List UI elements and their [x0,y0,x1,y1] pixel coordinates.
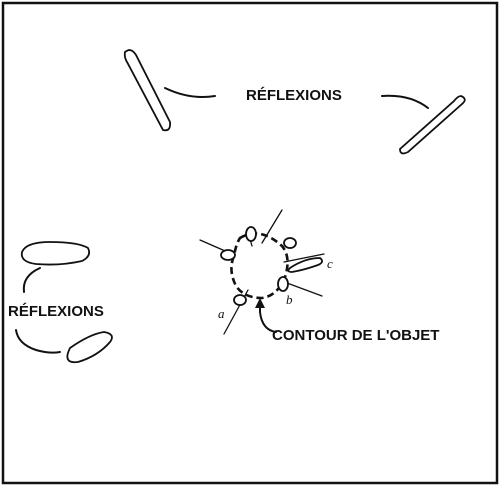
leader-line-left-lower [15,329,61,354]
leader-line-top-right [381,94,429,109]
arrow-head-contour [255,298,265,308]
reflection-blob-left-upper [20,241,91,266]
reflection-spot-left [220,249,236,261]
reflection-spot-c [287,257,323,273]
marker-b: b [286,292,293,307]
reflection-streak-top-right [399,95,466,155]
ray-right [283,253,325,263]
leader-line-top-left [164,87,216,98]
reflection-spot-b [277,276,289,292]
reflection-spot-a [233,294,247,306]
leader-line-left-upper [22,267,41,293]
label-reflexions-top: RÉFLEXIONS [246,87,342,104]
reflection-spot-top-left [245,226,257,242]
object-reflections [199,209,325,335]
reflection-blob-left-lower [66,331,113,364]
reflection-spot-top-right [283,237,297,249]
object-contour [230,232,289,300]
marker-a: a [218,306,225,321]
reflection-streak-top-left [123,49,172,132]
label-contour: CONTOUR DE L'OBJET [272,327,439,344]
label-reflexions-left: RÉFLEXIONS [8,303,104,320]
ray-right-lower [286,282,323,297]
leader-line-contour [259,301,277,333]
marker-c: c [327,256,333,271]
ray-top-right [261,209,283,244]
